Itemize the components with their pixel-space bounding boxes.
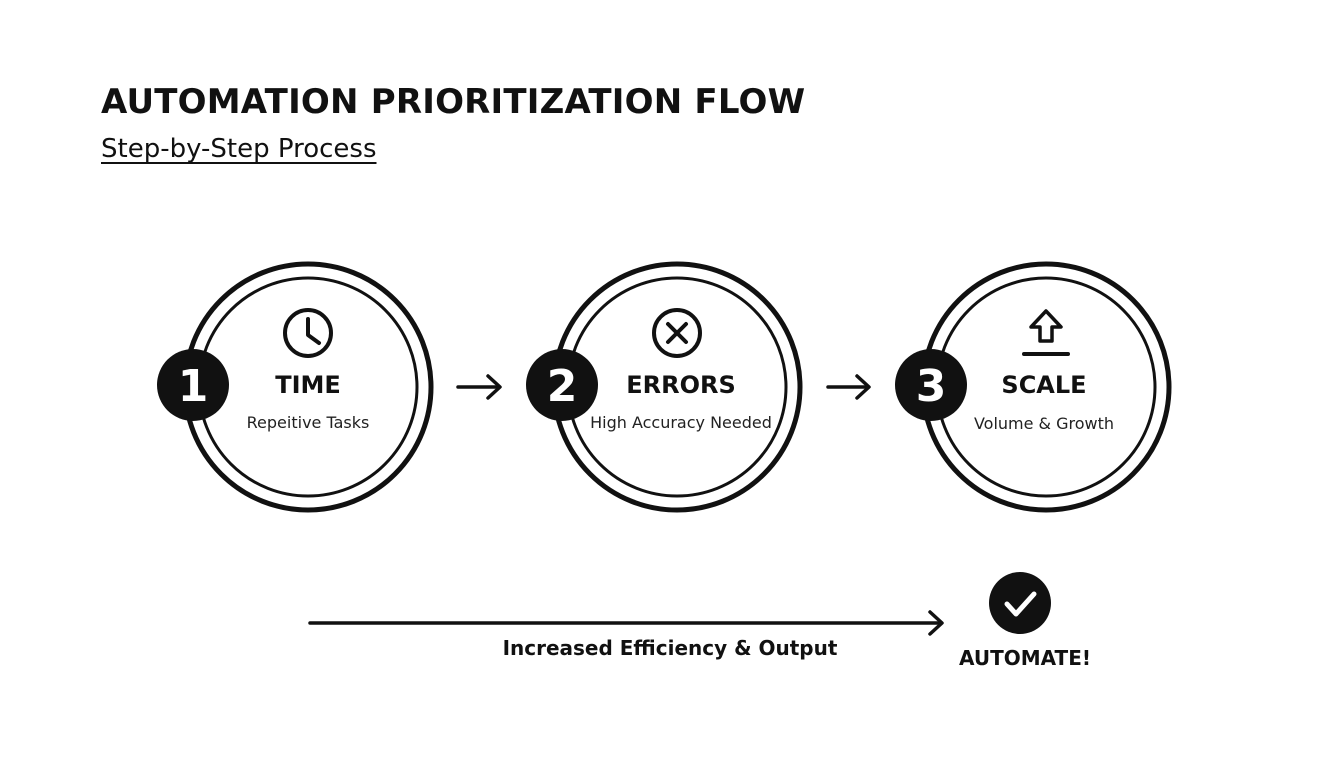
- flow-arrow: [308, 610, 944, 636]
- x-circle-icon: [652, 308, 702, 358]
- step-3-badge: 3: [895, 349, 967, 421]
- arrow-1-to-2: [456, 374, 502, 400]
- step-3-title: SCALE: [1001, 371, 1087, 399]
- step-1-number: 1: [178, 361, 209, 412]
- flow-label: Increased Efficiency & Output: [502, 636, 838, 660]
- step-1-title: TIME: [275, 371, 341, 399]
- checkmark-icon: [989, 572, 1051, 634]
- step-3-number: 3: [916, 361, 947, 412]
- outcome-label: AUTOMATE!: [958, 646, 1091, 670]
- page-subtitle: Step-by-Step Process: [101, 134, 377, 164]
- step-2-badge: 2: [526, 349, 598, 421]
- step-2-title: ERRORS: [626, 371, 736, 399]
- page-title: AUTOMATION PRIORITIZATION FLOW: [101, 82, 806, 122]
- step-2-description: High Accuracy Needed: [590, 413, 772, 432]
- arrow-2-to-3: [826, 374, 871, 400]
- step-1-description: Repeitive Tasks: [246, 413, 370, 432]
- step-3-description: Volume & Growth: [973, 414, 1115, 433]
- step-2-number: 2: [547, 361, 578, 412]
- step-1-badge: 1: [157, 349, 229, 421]
- clock-icon: [283, 308, 333, 358]
- arrow-up-icon: [1022, 309, 1070, 356]
